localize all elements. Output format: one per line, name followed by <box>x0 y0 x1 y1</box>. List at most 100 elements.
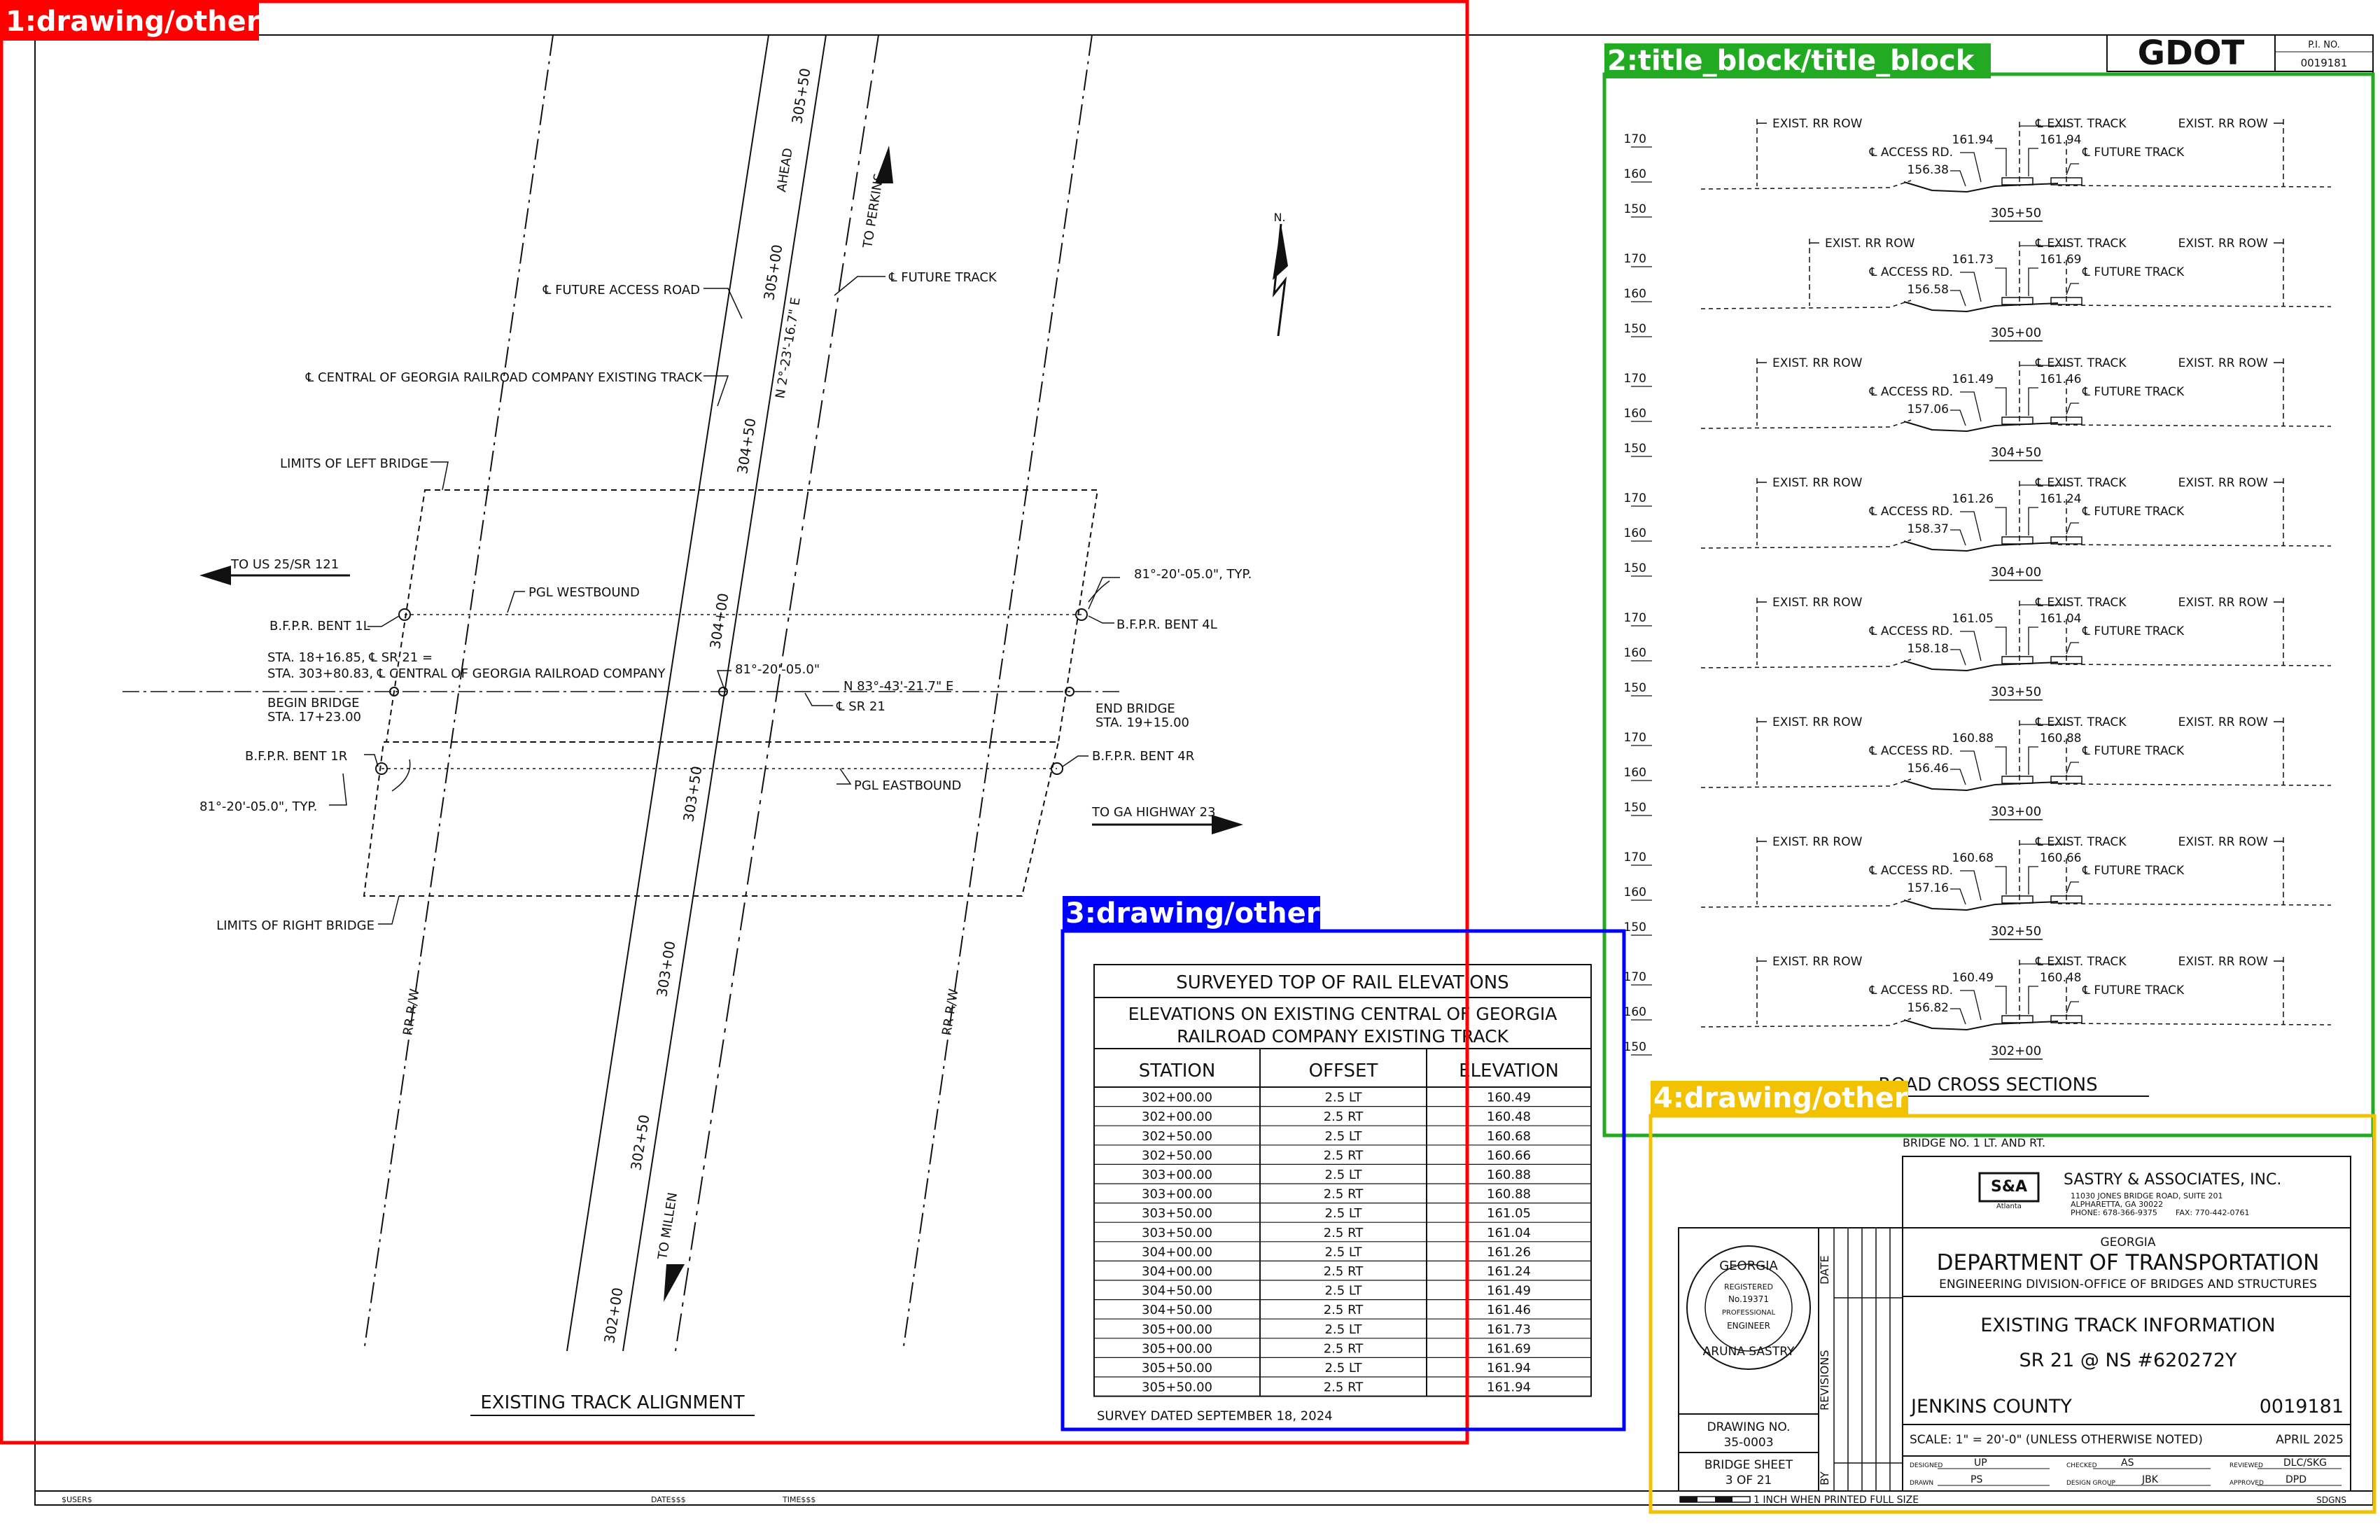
region-label-3: 3:drawing/other <box>1065 897 1320 930</box>
label-limits-right-bridge: LIMITS OF RIGHT BRIDGE <box>216 918 374 933</box>
bent-4l-marker <box>1075 608 1088 621</box>
right-rail-elevation: 161.69 <box>2040 253 2081 267</box>
department-name: DEPARTMENT OF TRANSPORTATION <box>1937 1250 2320 1275</box>
table-cell: 303+00.00 <box>1142 1168 1212 1182</box>
left-rail-elevation: 160.49 <box>1952 971 1994 985</box>
table-title: SURVEYED TOP OF RAIL ELEVATIONS <box>1176 972 1508 993</box>
label-exist-track: ℄ EXIST. TRACK <box>2035 715 2127 729</box>
division-name: ENGINEERING DIVISION-OFFICE OF BRIDGES A… <box>1939 1278 2317 1292</box>
seal-registered: REGISTERED <box>1724 1282 1773 1292</box>
label-access-rd: ℄ ACCESS RD. <box>1869 146 1953 160</box>
table-cell: 2.5 RT <box>1324 1110 1364 1124</box>
designed-label: DESIGNED <box>1910 1462 1942 1469</box>
label-future-track: ℄ FUTURE TRACK <box>2082 146 2185 160</box>
table-cell: 161.94 <box>1487 1380 1531 1395</box>
label-exist-rr-row-left: EXIST. RR ROW <box>1772 596 1863 610</box>
label-exist-rr-row-right: EXIST. RR ROW <box>2178 237 2269 251</box>
label-future-access-road: ℄ FUTURE ACCESS ROAD <box>542 283 700 298</box>
table-cell: 2.5 RT <box>1324 1187 1364 1202</box>
begin-bridge-marker <box>389 687 399 696</box>
label-end-bridge: END BRIDGE <box>1096 701 1175 716</box>
seal-engineer: ENGINEER <box>1727 1321 1770 1331</box>
firm-logo: S&A <box>1991 1178 2027 1196</box>
firm-name: SASTRY & ASSOCIATES, INC. <box>2064 1171 2281 1189</box>
right-rail-elevation: 161.04 <box>2040 612 2081 626</box>
station-label: 305+50 <box>788 67 813 125</box>
drawn-by: PS <box>1970 1474 1982 1485</box>
drawing-subtitle: SR 21 @ NS #620272Y <box>2019 1350 2237 1371</box>
section-station: 302+00 <box>1991 1044 2041 1058</box>
table-cell: 304+50.00 <box>1142 1303 1212 1317</box>
station-label: 303+50 <box>680 765 705 823</box>
label-angle-center: 81°-20'-05.0" <box>735 662 820 677</box>
rr-rw-line-right <box>902 34 1093 1352</box>
firm-fax: FAX: 770-442-0761 <box>2176 1208 2250 1217</box>
existing-track-line <box>622 34 827 1352</box>
label-to-ga23: TO GA HIGHWAY 23 <box>1091 805 1216 820</box>
section-station: 304+00 <box>1991 565 2041 580</box>
pi-number: 0019181 <box>2301 57 2348 69</box>
label-exist-rr-row-left: EXIST. RR ROW <box>1772 715 1863 729</box>
seal-name: ARUNA SASTRY <box>1703 1345 1795 1359</box>
table-cell: 302+00.00 <box>1142 1091 1212 1105</box>
table-cell: 161.24 <box>1487 1264 1531 1279</box>
scale-note: SCALE: 1" = 20'-0" (UNLESS OTHERWISE NOT… <box>1910 1433 2203 1447</box>
gdot-header: GDOT P.I. NO. 0019181 <box>2106 34 2374 73</box>
elevation-tick: 170 <box>1624 850 1646 864</box>
table-cell: 160.48 <box>1487 1110 1531 1124</box>
elevation-tick: 170 <box>1624 252 1646 266</box>
label-begin-bridge-station: STA. 17+23.00 <box>267 710 361 724</box>
left-rail-elevation: 160.68 <box>1952 851 1994 865</box>
right-rail-elevation: 160.48 <box>2040 971 2081 985</box>
elevation-table: SURVEYED TOP OF RAIL ELEVATIONSELEVATION… <box>1093 964 1592 1424</box>
section-station: 305+00 <box>1991 326 2041 340</box>
region-tag-2 <box>1604 43 1991 78</box>
label-station-equation-1: STA. 18+16.85, ℄ SR 21 = <box>267 650 433 665</box>
elevation-tick: 150 <box>1624 442 1646 456</box>
firm-address-1: 11030 JONES BRIDGE ROAD, SUITE 201 <box>2071 1191 2222 1200</box>
access-road-elevation: 156.38 <box>1907 163 1949 177</box>
footer-time: TIME$$$ <box>782 1495 816 1504</box>
alignment-title: EXISTING TRACK ALIGNMENT <box>480 1392 744 1413</box>
section-station: 302+50 <box>1991 924 2041 939</box>
by-column-header: BY <box>1818 1471 1831 1485</box>
limits-right-bridge <box>363 741 1060 897</box>
right-rail-elevation: 160.88 <box>2040 732 2081 746</box>
station-label: 303+00 <box>653 940 678 998</box>
elevation-tick: 170 <box>1624 731 1646 745</box>
label-exist-track: ℄ EXIST. TRACK <box>2035 835 2127 849</box>
table-cell: 2.5 LT <box>1325 1091 1363 1105</box>
elevation-tick: 160 <box>1624 526 1646 540</box>
alignment-drawing: ℄ FUTURE ACCESS ROAD ℄ FUTURE TRACK ℄ CE… <box>122 34 1288 1416</box>
table-cell: 160.68 <box>1487 1129 1531 1144</box>
table-cell: 304+00.00 <box>1142 1245 1212 1259</box>
table-cell: 303+00.00 <box>1142 1187 1212 1202</box>
table-cell: 302+50.00 <box>1142 1148 1212 1163</box>
region-label-1: 1:drawing/other <box>6 6 260 38</box>
label-rr-rw-right: RR R/W <box>939 988 961 1037</box>
elevation-tick: 170 <box>1624 132 1646 146</box>
table-cell: 2.5 LT <box>1325 1168 1363 1182</box>
scale-bar: 1 INCH WHEN PRINTED FULL SIZE <box>1679 1494 1919 1506</box>
elevation-tick: 160 <box>1624 407 1646 421</box>
sdgns-code: SDGNS <box>2316 1495 2346 1505</box>
table-cell: 161.49 <box>1487 1284 1531 1298</box>
access-road-elevation: 156.82 <box>1907 1001 1949 1015</box>
station-label: 302+00 <box>601 1287 626 1345</box>
label-exist-track: ℄ EXIST. TRACK <box>2035 955 2127 969</box>
pi-label: P.I. NO. <box>2308 40 2340 50</box>
table-cell: 2.5 LT <box>1325 1361 1363 1376</box>
label-exist-rr-row-right: EXIST. RR ROW <box>2178 715 2269 729</box>
label-exist-track: ℄ EXIST. TRACK <box>2035 596 2127 610</box>
table-cell: 305+50.00 <box>1142 1361 1212 1376</box>
